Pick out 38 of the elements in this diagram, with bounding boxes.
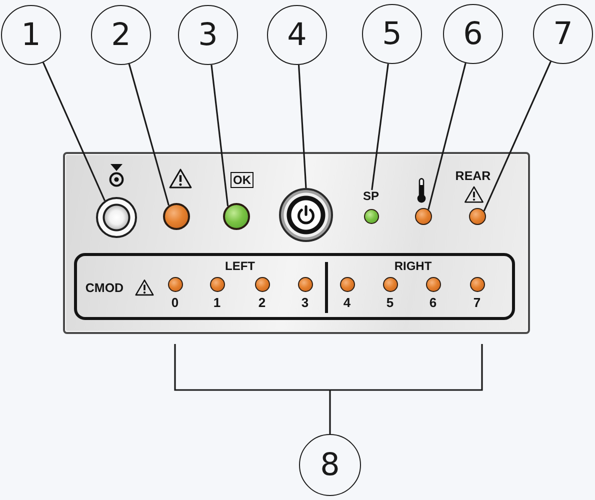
bank-label: RIGHT: [394, 260, 432, 274]
leader-line: [298, 64, 307, 188]
slot-number: 7: [473, 296, 481, 311]
front-panel: [63, 152, 530, 334]
leader-line: [371, 64, 389, 190]
indicator-led: [415, 208, 432, 225]
leader-line: [42, 62, 106, 202]
slot-number: 5: [386, 296, 394, 311]
slot-number: 6: [429, 296, 437, 311]
slot-number: 1: [213, 296, 221, 311]
slot-number: 0: [171, 296, 179, 311]
indicator-led: [163, 203, 190, 230]
status-label: OK: [230, 172, 254, 188]
indicator-led: [469, 208, 486, 225]
leader-line: [428, 62, 466, 210]
leader-line: [128, 64, 170, 206]
power-button: [279, 188, 333, 242]
slot-number: 4: [343, 296, 351, 311]
leader-line: [210, 64, 229, 206]
indicator-led: [223, 203, 250, 230]
slot-number: 3: [301, 296, 309, 311]
leader-line: [483, 61, 552, 212]
bank-label: LEFT: [225, 260, 255, 274]
callout-number: 7: [533, 4, 593, 64]
locate-button: [96, 197, 137, 238]
callout-number: 5: [362, 4, 422, 64]
callout-number: 3: [178, 5, 238, 65]
callout-number: 1: [1, 5, 61, 65]
leader-line: [174, 343, 483, 435]
callout-number: 2: [91, 5, 151, 65]
indicator-label: REAR: [455, 169, 491, 184]
group-label: CMOD: [85, 281, 124, 296]
indicator-group: [74, 253, 515, 320]
callout-number: 4: [267, 5, 327, 65]
callout-number: 8: [299, 434, 361, 496]
callout-number: 6: [443, 4, 503, 64]
slot-number: 2: [258, 296, 266, 311]
indicator-label: SP: [363, 190, 379, 204]
